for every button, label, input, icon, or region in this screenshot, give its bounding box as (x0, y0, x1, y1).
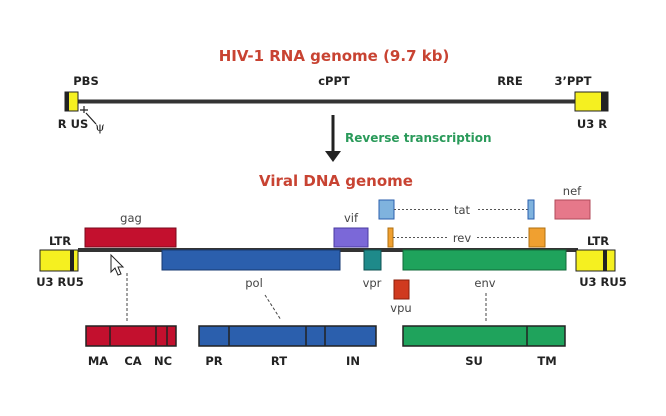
label-ltr-left-regions: U3 RU5 (36, 275, 84, 289)
label-3ppt: 3’PPT (554, 74, 591, 88)
label-rev: rev (453, 231, 472, 245)
label-r-us: R US (58, 117, 88, 131)
label-tat: tat (454, 203, 471, 217)
gene-nef (554, 199, 591, 220)
label-su: SU (465, 354, 483, 368)
rna-title: HIV-1 RNA genome (9.7 kb) (219, 47, 450, 65)
label-pr: PR (205, 354, 222, 368)
label-rre: RRE (497, 74, 523, 88)
gene-vpu (393, 279, 410, 300)
gene-tat-exon1 (378, 199, 395, 220)
rna-left-end-cap (65, 92, 69, 111)
gag-polyprotein (85, 325, 177, 347)
gene-vif (333, 227, 369, 248)
gene-env (402, 249, 567, 271)
label-vpu: vpu (390, 301, 411, 315)
ltr-right-divider (603, 250, 607, 271)
label-nef: nef (563, 184, 582, 198)
label-ltr-right: LTR (587, 234, 609, 248)
gene-pol (161, 249, 341, 271)
dna-title: Viral DNA genome (259, 172, 413, 190)
label-gag: gag (120, 211, 142, 225)
ltr-left (39, 249, 79, 272)
gene-vpr (363, 249, 382, 271)
label-vpr: vpr (363, 276, 382, 290)
label-u3-r: U3 R (577, 117, 607, 131)
gene-rev-exon2 (528, 227, 546, 248)
gene-rev-exon1 (387, 227, 394, 248)
label-pbs: PBS (73, 74, 98, 88)
label-nc: NC (154, 354, 172, 368)
ltr-right (575, 249, 616, 272)
gene-tat-exon2 (527, 199, 535, 220)
tat-label-bg (448, 201, 476, 217)
label-ma: MA (88, 354, 108, 368)
label-tm: TM (537, 354, 556, 368)
label-ltr-left: LTR (49, 234, 71, 248)
label-env: env (474, 276, 495, 290)
rna-right-end-cap (601, 92, 608, 111)
pol-polyprotein (198, 325, 377, 347)
pol-connector (264, 294, 282, 321)
label-in: IN (346, 354, 360, 368)
rev-label-bg (448, 229, 476, 245)
ltr-left-divider (70, 250, 74, 271)
psi-pointer (80, 106, 97, 125)
label-cppt: cPPT (318, 74, 350, 88)
label-ca: CA (124, 354, 141, 368)
reverse-transcription-label: Reverse transcription (345, 131, 492, 145)
arrow-down-icon (325, 115, 341, 162)
label-rt: RT (271, 354, 287, 368)
env-polyprotein (402, 325, 566, 347)
label-vif: vif (344, 211, 359, 225)
label-pol: pol (245, 276, 263, 290)
gene-gag (84, 227, 177, 248)
label-psi: ψ (95, 120, 104, 134)
mouse-pointer-icon (110, 253, 125, 276)
label-ltr-right-regions: U3 RU5 (579, 275, 627, 289)
